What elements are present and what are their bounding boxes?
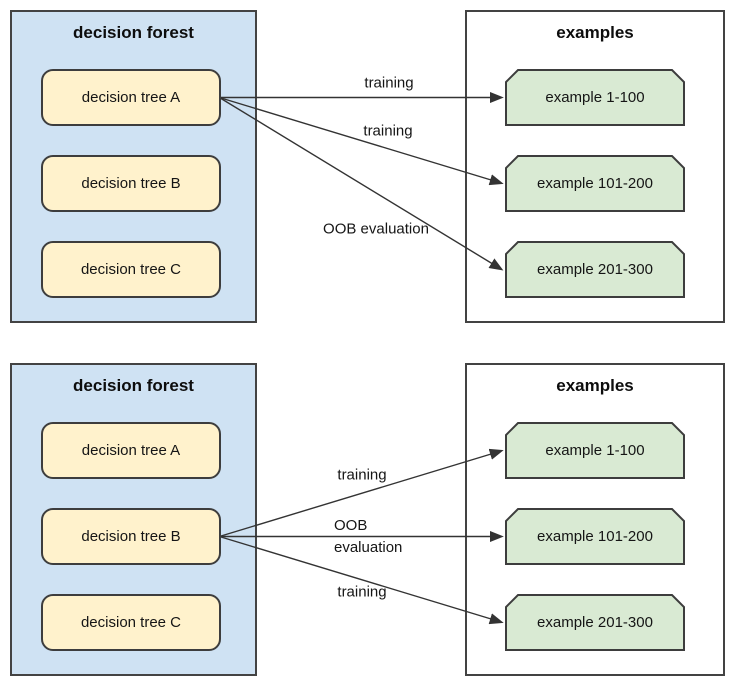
tree-node-a: decision tree A [41, 422, 221, 479]
tree-node-label: decision tree A [81, 442, 181, 459]
panel-top: decision forest decision tree A decision… [10, 10, 725, 323]
example-node-101-200: example 101-200 [505, 155, 685, 212]
arrow-label-training-2: training [363, 122, 413, 140]
example-node-label: example 201-300 [537, 614, 653, 631]
tree-node-c: decision tree C [41, 594, 221, 651]
arrow-label-training-1: training [364, 74, 414, 92]
panel-bottom: decision forest decision tree A decision… [10, 363, 725, 676]
beveled-card-shape [505, 422, 685, 479]
example-node-label: example 1-100 [545, 442, 645, 459]
example-node-1-100: example 1-100 [505, 69, 685, 126]
example-node-1-100: example 1-100 [505, 422, 685, 479]
forest-title: decision forest [73, 376, 194, 395]
arrow-label-oob-evaluation: OOB evaluation [323, 220, 429, 238]
forest-title: decision forest [73, 23, 194, 42]
arrow-label-training-4: training [337, 583, 387, 601]
tree-node-b: decision tree B [41, 508, 221, 565]
tree-node-label: decision tree C [80, 261, 182, 278]
examples-title: examples [556, 376, 634, 395]
beveled-card-shape [505, 508, 685, 565]
tree-node-label: decision tree B [81, 528, 181, 545]
example-node-101-200: example 101-200 [505, 508, 685, 565]
example-node-label: example 101-200 [537, 528, 653, 545]
arrow-label-oob-evaluation-2: OOB evaluation [334, 517, 403, 556]
example-node-201-300: example 201-300 [505, 241, 685, 298]
arrow-label-training-3: training [337, 466, 387, 484]
tree-node-label: decision tree C [80, 614, 182, 631]
example-node-label: example 201-300 [537, 261, 653, 278]
beveled-card-shape [505, 155, 685, 212]
example-node-label: example 1-100 [545, 89, 645, 106]
beveled-card-shape [505, 241, 685, 298]
example-node-201-300: example 201-300 [505, 594, 685, 651]
beveled-card-shape [505, 594, 685, 651]
tree-node-b: decision tree B [41, 155, 221, 212]
tree-node-label: decision tree A [81, 89, 181, 106]
example-node-label: example 101-200 [537, 175, 653, 192]
beveled-card-shape [505, 69, 685, 126]
tree-node-label: decision tree B [81, 175, 181, 192]
tree-node-c: decision tree C [41, 241, 221, 298]
tree-node-a: decision tree A [41, 69, 221, 126]
examples-title: examples [556, 23, 634, 42]
